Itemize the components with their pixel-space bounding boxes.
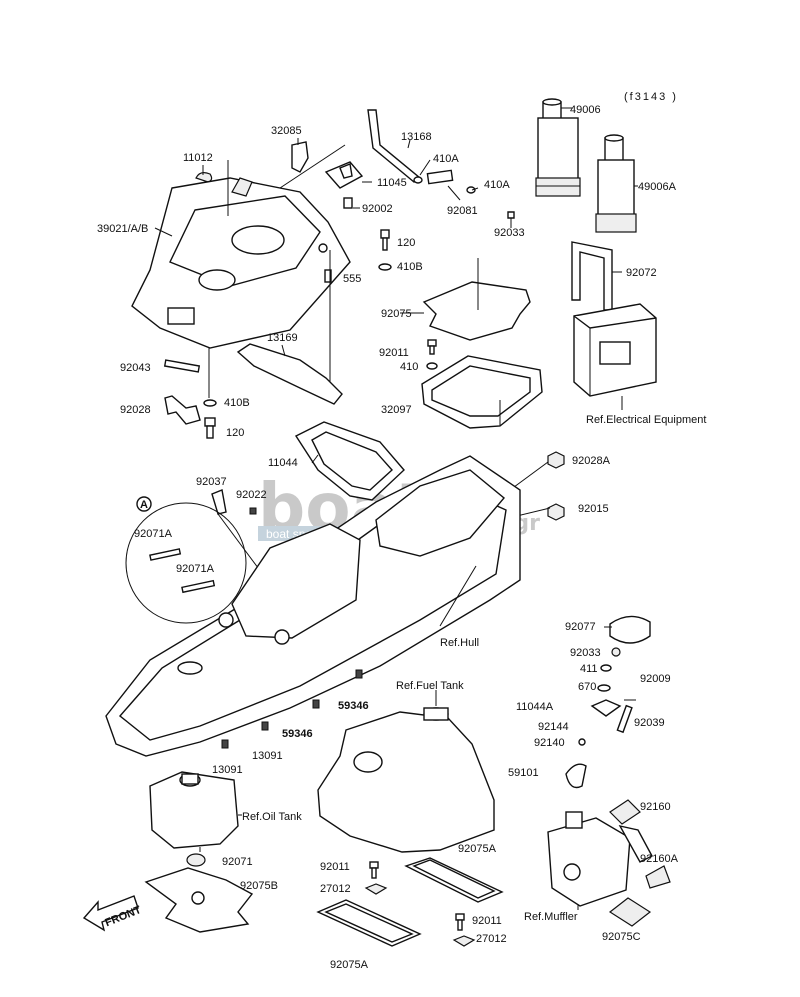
callout-92160a: 92160A	[640, 853, 679, 865]
callout-555: 555	[343, 273, 361, 285]
callout-elec-equipment: Ref.Electrical Equipment	[586, 414, 706, 426]
callouts: 49006 49006A 13168 410A 410A 92081 92033…	[97, 104, 706, 971]
part-92160-pads	[608, 799, 671, 927]
part-39021-cover	[131, 177, 351, 349]
callout-32085: 32085	[271, 125, 302, 137]
callout-92071: 92071	[222, 856, 253, 868]
callout-27012-a: 27012	[320, 883, 351, 895]
callout-92028a: 92028A	[572, 455, 611, 467]
callout-92144: 92144	[538, 721, 569, 733]
part-92011-27012	[364, 861, 476, 947]
callout-hull: Ref.Hull	[440, 637, 479, 649]
callout-59346-a: 59346	[338, 700, 369, 712]
callout-13168: 13168	[401, 131, 432, 143]
callout-92081: 92081	[447, 205, 478, 217]
callout-92075: 92075	[381, 308, 412, 320]
callout-410b-1: 410B	[397, 261, 423, 273]
part-13168-rod	[367, 109, 515, 219]
diagram-code: (f3143 )	[624, 91, 678, 103]
part-92075a-pad-1	[404, 857, 504, 903]
callout-92015: 92015	[578, 503, 609, 515]
callout-92033-b: 92033	[570, 647, 601, 659]
callout-120-b: 120	[226, 427, 244, 439]
callout-92011-a: 92011	[379, 347, 409, 359]
part-13169-plate	[236, 343, 343, 405]
callout-92033-a: 92033	[494, 227, 525, 239]
part-49006-cylinder	[535, 98, 581, 197]
part-92077-cap	[565, 615, 651, 789]
part-92043-pin	[163, 359, 217, 439]
callout-27012-b: 27012	[476, 933, 507, 945]
part-32097-tray	[421, 355, 543, 429]
callout-39021: 39021/A/B	[97, 223, 148, 235]
part-hull	[105, 455, 521, 757]
callout-410a-1: 410A	[433, 153, 459, 165]
part-oil-tank	[149, 771, 239, 867]
callout-92002: 92002	[362, 203, 393, 215]
callout-92028: 92028	[120, 404, 151, 416]
callout-92011-b: 92011	[320, 861, 350, 873]
part-92072-strap	[571, 241, 613, 311]
callout-120-a: 120	[397, 237, 415, 249]
callout-92075c: 92075C	[602, 931, 641, 943]
callout-11012: 11012	[183, 152, 213, 164]
callout-49006a: 49006A	[638, 181, 677, 193]
callout-92022: 92022	[236, 489, 267, 501]
callout-11044: 11044	[268, 457, 298, 469]
callout-92043: 92043	[120, 362, 151, 374]
inset-circle-a	[125, 496, 247, 624]
callout-92077: 92077	[565, 621, 596, 633]
callout-muffler: Ref.Muffler	[524, 911, 578, 923]
callout-fuel-tank: Ref.Fuel Tank	[396, 680, 464, 692]
callout-11044a: 11044A	[516, 701, 554, 713]
part-92075a-pad-2	[316, 899, 422, 947]
callout-411: 411	[580, 663, 598, 675]
callout-92011-c: 92011	[472, 915, 502, 927]
callout-410b-2: 410B	[224, 397, 250, 409]
callout-13091-b: 13091	[212, 764, 243, 776]
callout-92039: 92039	[634, 717, 665, 729]
callout-13169: 13169	[267, 332, 298, 344]
part-fuel-tank	[317, 690, 495, 853]
part-11044-gasket	[294, 421, 405, 501]
callout-92071a-2: 92071A	[176, 563, 215, 575]
part-11045-bracket	[324, 161, 364, 209]
callout-49006: 49006	[570, 104, 601, 116]
callout-92075b: 92075B	[240, 880, 278, 892]
callout-59101: 59101	[508, 767, 539, 779]
part-92075-pad	[422, 258, 531, 341]
callout-92071a-1: 92071A	[134, 528, 173, 540]
part-muffler	[547, 811, 653, 907]
callout-92160: 92160	[640, 801, 671, 813]
callout-92075a-2: 92075A	[330, 959, 369, 971]
callout-92072: 92072	[626, 267, 657, 279]
front-arrow: FRONT	[82, 895, 143, 932]
part-92075b-pad	[144, 867, 254, 933]
callout-670: 670	[578, 681, 596, 693]
callout-59346-b: 59346	[282, 728, 313, 740]
callout-92140: 92140	[534, 737, 565, 749]
callout-a: A	[140, 499, 148, 511]
callout-92037: 92037	[196, 476, 227, 488]
part-92028a-nut	[547, 451, 565, 521]
callout-92009: 92009	[640, 673, 671, 685]
callout-11045: 11045	[377, 177, 407, 189]
callout-410: 410	[400, 361, 418, 373]
part-92011-bolt-top	[426, 339, 438, 370]
callout-92075a-1: 92075A	[458, 843, 497, 855]
callout-32097: 32097	[381, 404, 412, 416]
part-120-bolt-top	[324, 229, 392, 283]
part-92037-clip	[211, 489, 257, 515]
callout-oil-tank: Ref.Oil Tank	[242, 811, 302, 823]
callout-410a-2: 410A	[484, 179, 510, 191]
part-battery	[573, 303, 657, 410]
part-49006a-cylinder	[595, 134, 637, 233]
callout-13091-a: 13091	[252, 750, 283, 762]
part-32085-knob	[195, 141, 309, 183]
